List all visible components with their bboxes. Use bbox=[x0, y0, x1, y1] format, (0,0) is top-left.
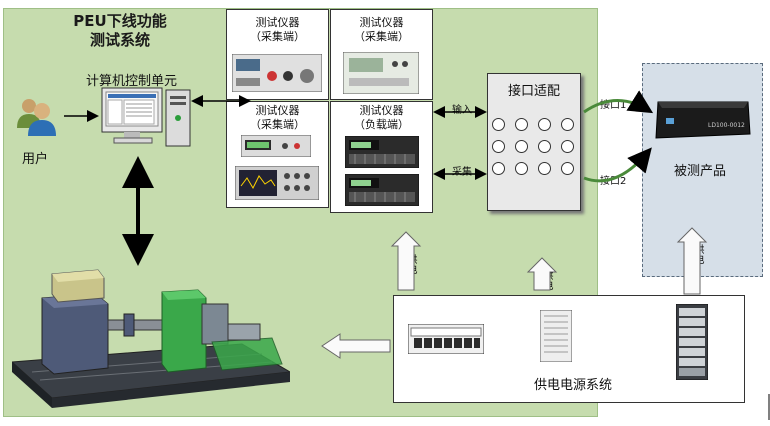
instrument-box-4: 测试仪器 （负载端） bbox=[330, 101, 433, 213]
power-cabinet-icon bbox=[676, 304, 708, 380]
power-distribution-unit-icon bbox=[408, 324, 484, 354]
instrument-2-device-icon bbox=[343, 52, 419, 94]
port1-arrow bbox=[583, 90, 654, 114]
instrument-1-device-icon bbox=[232, 54, 322, 92]
instrument-box-3: 测试仪器 （采集端） bbox=[226, 101, 329, 208]
test-bench-image bbox=[12, 268, 290, 408]
power-supply-unit-icon bbox=[540, 310, 572, 362]
instrument-3-line2: （采集端） bbox=[250, 118, 305, 131]
instrument-box-2: 测试仪器 （采集端） bbox=[330, 9, 433, 100]
dut-device-icon: LD100-0012 bbox=[652, 100, 752, 140]
port2-label: 接口2 bbox=[600, 176, 627, 187]
adapter-hole bbox=[515, 118, 528, 131]
user-label: 用户 bbox=[22, 152, 49, 167]
adapter-hole bbox=[538, 140, 551, 153]
title-line-1: PEU下线功能 bbox=[73, 12, 167, 30]
supply-arrow-up-3 bbox=[676, 227, 708, 295]
adapter-hole bbox=[515, 140, 528, 153]
supply-arrow-left bbox=[321, 333, 391, 359]
adapter-hole bbox=[492, 140, 505, 153]
instrument-2-line2: （采集端） bbox=[354, 30, 409, 43]
instrument-3-device-b-icon bbox=[235, 166, 319, 200]
adapter-label: 接口适配 bbox=[507, 84, 560, 99]
computer-icon bbox=[100, 86, 192, 148]
instrument-box-1: 测试仪器 （采集端） bbox=[226, 9, 329, 100]
adapter-hole bbox=[561, 162, 574, 175]
adapter-hole bbox=[538, 118, 551, 131]
dut-label: 被测产品 bbox=[674, 164, 727, 179]
instrument-4-line2: （负载端） bbox=[354, 118, 409, 131]
adapter-hole bbox=[492, 162, 505, 175]
instrument-2-line1: 测试仪器 bbox=[359, 16, 404, 29]
dut-device-text: LD100-0012 bbox=[708, 122, 745, 129]
instrument-1-line2: （采集端） bbox=[250, 30, 305, 43]
supply-arrow-up-1 bbox=[390, 231, 422, 291]
supply-arrow-up-2 bbox=[526, 257, 558, 291]
computer-label: 计算机控制单元 bbox=[86, 74, 178, 89]
diagram-title: PEU下线功能 测试系统 bbox=[60, 12, 180, 50]
adapter-hole bbox=[561, 118, 574, 131]
adapter-hole bbox=[538, 162, 551, 175]
instrument-3-line1: 测试仪器 bbox=[255, 104, 300, 117]
port1-label: 接口1 bbox=[600, 100, 627, 111]
instrument-4-line1: 测试仪器 bbox=[359, 104, 404, 117]
interface-adapter-box: 接口适配 bbox=[487, 73, 581, 211]
title-line-2: 测试系统 bbox=[89, 31, 150, 49]
instrument-4-device-b-icon bbox=[345, 174, 419, 206]
instrument-3-device-a-icon bbox=[241, 135, 311, 157]
instrument-4-device-a-icon bbox=[345, 136, 419, 168]
power-supply-box: 供电电源系统 bbox=[393, 295, 745, 403]
adapter-hole bbox=[492, 118, 505, 131]
adapter-hole bbox=[515, 162, 528, 175]
power-system-label: 供电电源系统 bbox=[534, 378, 613, 393]
instrument-1-line1: 测试仪器 bbox=[255, 16, 300, 29]
user-icon bbox=[14, 94, 58, 138]
port2-arrow bbox=[583, 147, 652, 183]
adapter-hole bbox=[561, 140, 574, 153]
